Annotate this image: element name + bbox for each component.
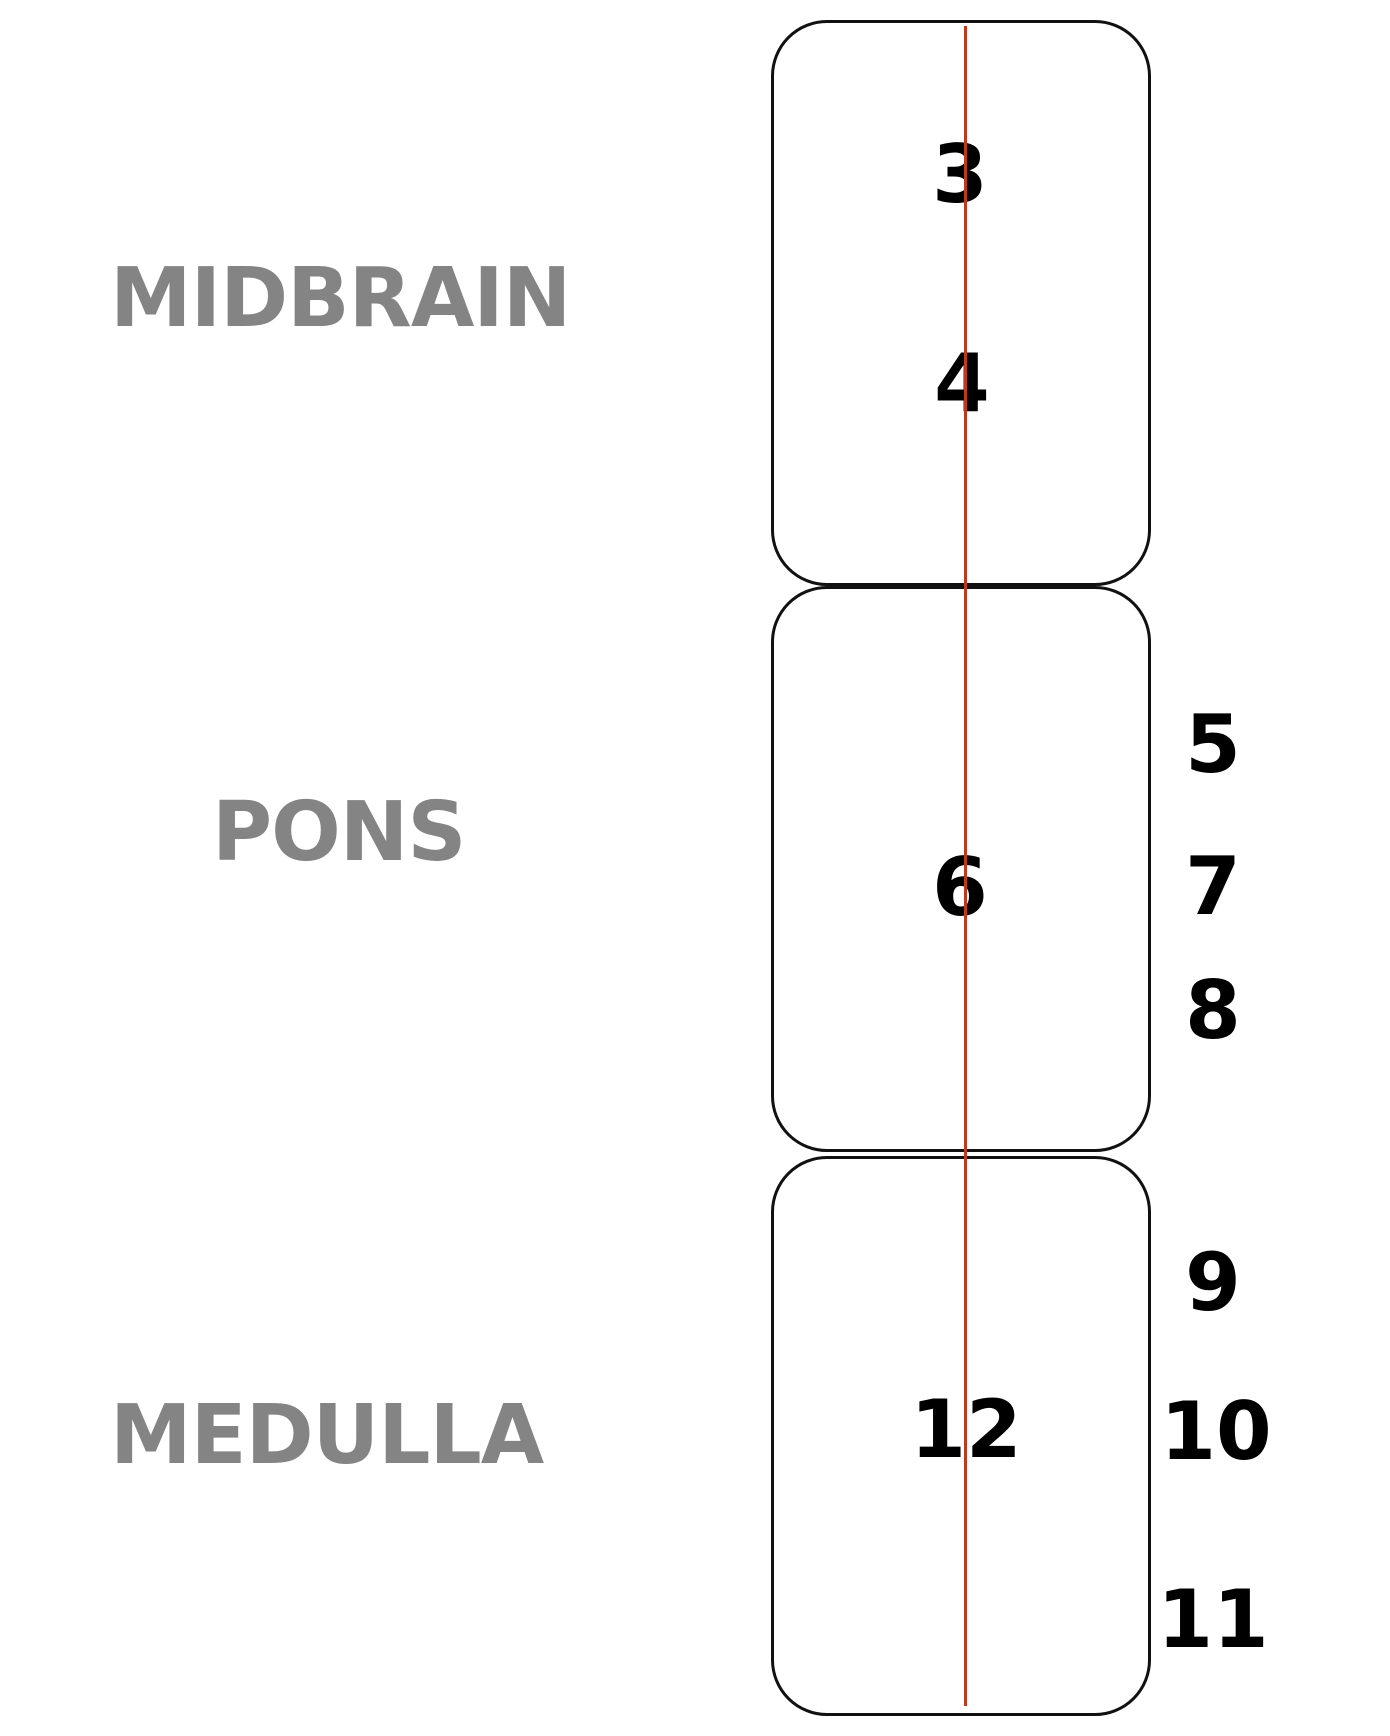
midbrain-box <box>771 20 1151 586</box>
midbrain-label: MIDBRAIN <box>110 251 571 346</box>
nucleus-11: 11 <box>1157 1573 1269 1666</box>
nucleus-9: 9 <box>1185 1236 1241 1329</box>
pons-box <box>771 586 1151 1152</box>
nucleus-10: 10 <box>1160 1385 1272 1478</box>
nucleus-7: 7 <box>1185 840 1241 933</box>
nucleus-3: 3 <box>932 128 988 221</box>
nucleus-4: 4 <box>934 337 990 430</box>
medulla-box <box>771 1156 1151 1716</box>
nucleus-5: 5 <box>1185 698 1241 791</box>
nucleus-8: 8 <box>1185 964 1241 1057</box>
pons-label: PONS <box>212 785 466 880</box>
midline <box>964 26 967 1706</box>
medulla-label: MEDULLA <box>110 1388 544 1483</box>
nucleus-6: 6 <box>932 841 988 934</box>
